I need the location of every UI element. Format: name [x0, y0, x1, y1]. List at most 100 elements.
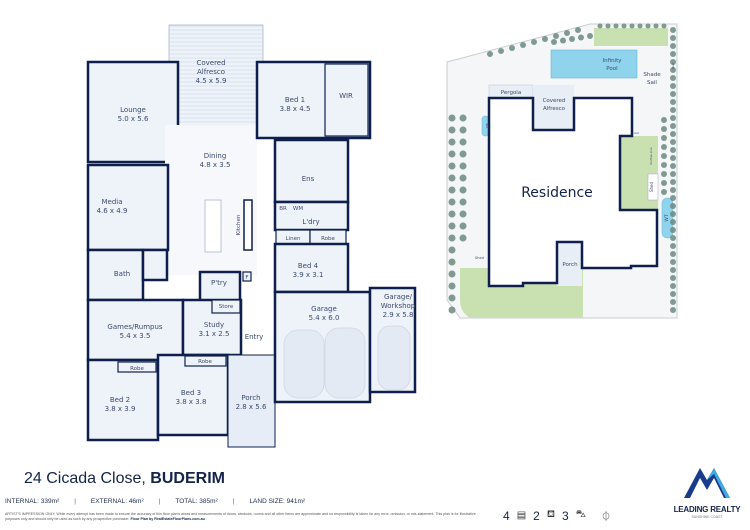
tree — [670, 59, 676, 65]
tree — [509, 45, 515, 51]
tree — [448, 258, 456, 266]
address-street: 24 Cicada Close, — [24, 470, 151, 487]
lawn-top — [594, 28, 668, 46]
tree — [670, 267, 676, 273]
label-games: Games/Rumpus — [107, 323, 163, 331]
kitchen-bench — [243, 199, 253, 251]
room-labels: Covered Alfresco 4.5 x 5.9 Lounge 5.0 x … — [97, 59, 416, 413]
tree — [670, 307, 676, 313]
tree — [448, 234, 456, 242]
tree — [670, 115, 676, 121]
label-ac: A/C — [634, 131, 639, 135]
label-media: Media — [101, 198, 122, 206]
room-bed2 — [86, 358, 160, 442]
tree — [564, 30, 570, 36]
tree — [448, 306, 456, 314]
label-ldry: L'dry — [302, 218, 319, 226]
label-shade-2: Sail — [647, 80, 657, 86]
tree — [621, 23, 627, 29]
tree — [597, 23, 603, 29]
label-bed2: Bed 2 — [110, 396, 130, 404]
tree — [670, 179, 676, 185]
label-study: Study — [204, 321, 224, 329]
room-porch — [227, 354, 276, 448]
shed-site — [647, 173, 659, 201]
tree — [670, 259, 676, 265]
tree — [670, 243, 676, 249]
tree — [448, 294, 456, 302]
tree — [661, 23, 667, 29]
stat-internal: INTERNAL: 339m² — [5, 498, 60, 505]
floorplan-credit: Floor Plan by RealEstateFloorPlans.com.a… — [130, 517, 205, 521]
car-icon: ⛍ — [575, 509, 586, 520]
tree — [459, 138, 467, 146]
tree — [448, 138, 456, 146]
tree — [670, 27, 676, 33]
tree — [670, 131, 676, 137]
label-shed: Shed — [649, 182, 654, 193]
tree — [670, 283, 676, 289]
disclaimer: ARTIST'S IMPRESSION ONLY. While every at… — [5, 512, 480, 522]
room-alfresco — [168, 24, 264, 128]
tree — [670, 35, 676, 41]
tree — [498, 48, 504, 54]
label-alfresco-2: Alfresco — [197, 68, 225, 76]
tree — [448, 174, 456, 182]
size-bed2: 3.8 x 3.9 — [105, 405, 136, 413]
tree — [670, 211, 676, 217]
residence-outline — [487, 96, 659, 288]
tree — [613, 23, 619, 29]
tree — [487, 51, 493, 57]
room-wir — [324, 63, 369, 137]
tree — [645, 23, 651, 29]
label-clothesline: Clothes Line — [649, 147, 653, 164]
tree — [459, 222, 467, 230]
room-ptry — [198, 270, 242, 304]
label-wm: WM — [293, 206, 303, 212]
tree — [670, 139, 676, 145]
label-wir: WIR — [339, 92, 353, 100]
tree — [448, 162, 456, 170]
tree — [670, 43, 676, 49]
bed-icon: ▤ — [516, 510, 527, 521]
stat-total: TOTAL: 385m² — [175, 498, 218, 505]
room-ens — [273, 138, 350, 204]
tree — [531, 39, 537, 45]
label-seat: Seat — [671, 62, 675, 70]
fridge — [242, 271, 252, 282]
tree — [459, 150, 467, 158]
label-bath: Bath — [114, 270, 130, 278]
tree — [629, 23, 635, 29]
label-br: BR — [279, 206, 287, 212]
label-robe4: Robe — [321, 236, 335, 242]
tree — [551, 39, 557, 45]
label-bed4: Bed 4 — [298, 262, 319, 270]
size-porch: 2.8 x 5.6 — [236, 403, 267, 411]
tree — [670, 107, 676, 113]
tree — [459, 174, 467, 182]
stat-external: EXTERNAL: 46m² — [90, 498, 144, 505]
tree — [448, 210, 456, 218]
tree — [670, 75, 676, 81]
label-dining: Dining — [204, 152, 227, 160]
size-lounge: 5.0 x 5.6 — [118, 115, 149, 123]
floor-plan: Covered Alfresco 4.5 x 5.9 Lounge 5.0 x … — [86, 24, 417, 448]
size-study: 3.1 x 2.5 — [199, 330, 230, 338]
property-features: 4▤ 2⛾ 3⛍ ⏀ — [503, 508, 611, 524]
tree — [670, 99, 676, 105]
tree — [670, 195, 676, 201]
size-dining: 4.8 x 3.5 — [200, 161, 231, 169]
size-bed3: 3.8 x 3.8 — [176, 398, 207, 406]
property-address: 24 Cicada Close, BUDERIM — [24, 470, 225, 488]
tree — [670, 299, 676, 305]
water-tank — [661, 197, 674, 239]
tree — [448, 270, 456, 278]
tree — [569, 36, 575, 42]
disclaimer-text: ARTIST'S IMPRESSION ONLY. While every at… — [5, 512, 476, 521]
size-garage: 5.4 x 6.0 — [309, 314, 340, 322]
north-compass-icon: ⏀ — [601, 512, 611, 523]
tree — [448, 126, 456, 134]
label-alfresco-site: Covered — [543, 98, 566, 104]
alfresco-site — [533, 85, 574, 130]
